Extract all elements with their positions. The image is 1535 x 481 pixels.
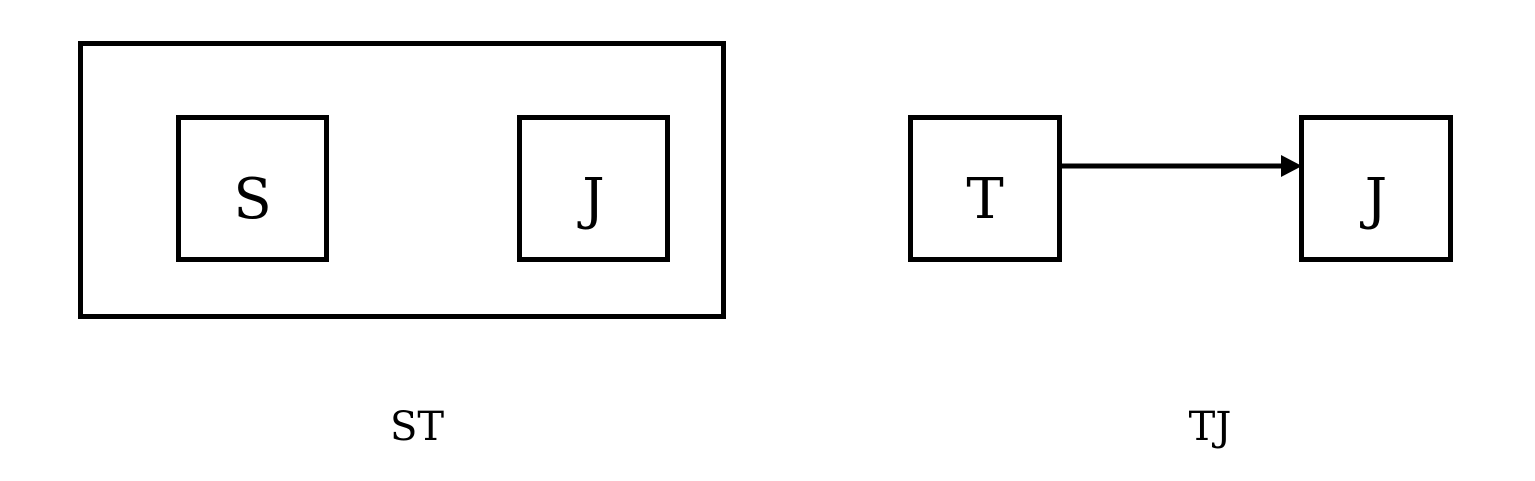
tj-node-j: J <box>1299 115 1453 262</box>
tj-caption: TJ <box>1188 404 1232 450</box>
st-caption: ST <box>389 404 445 450</box>
st-node-j: J <box>517 115 670 262</box>
st-node-j-label: J <box>582 166 605 232</box>
tj-node-j-label: J <box>1364 166 1388 232</box>
st-node-s-label: S <box>233 166 272 232</box>
tj-node-t-label: T <box>966 166 1004 232</box>
tj-node-t: T <box>908 115 1062 262</box>
st-node-s: S <box>176 115 329 262</box>
